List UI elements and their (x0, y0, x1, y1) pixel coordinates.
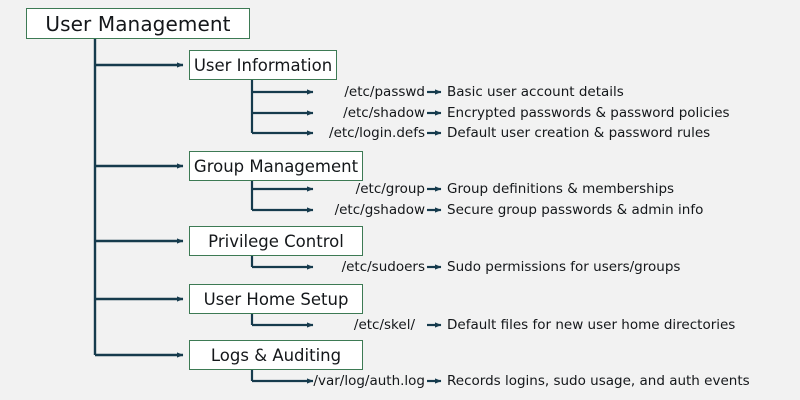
leaf-path-etc-shadow: /etc/shadow (343, 105, 425, 121)
leaf-desc-etc-login-defs: Default user creation & password rules (447, 125, 711, 141)
leaf-path-etc-login-defs: /etc/login.defs (329, 125, 425, 141)
leaf-desc-etc-passwd: Basic user account details (447, 84, 624, 100)
node-privilege-control-label: Privilege Control (208, 231, 344, 251)
node-user-home-setup-label: User Home Setup (203, 289, 349, 309)
leaf-desc-etc-sudoers: Sudo permissions for users/groups (447, 259, 681, 275)
leaf-path-etc-gshadow: /etc/gshadow (334, 202, 425, 218)
node-privilege-control[interactable]: Privilege Control (189, 226, 363, 256)
leaf-desc-etc-skel: Default files for new user home director… (447, 317, 736, 333)
leaf-path-etc-skel: /etc/skel/ (353, 317, 415, 333)
leaf-path-etc-group: /etc/group (355, 181, 425, 197)
node-user-information[interactable]: User Information (189, 50, 337, 80)
leaf-desc-var-log-auth-log: Records logins, sudo usage, and auth eve… (447, 373, 750, 389)
leaf-desc-etc-group: Group definitions & memberships (447, 181, 675, 197)
leaf-desc-etc-gshadow: Secure group passwords & admin info (447, 202, 704, 218)
leaf-path-etc-passwd: /etc/passwd (344, 84, 425, 100)
leaf-desc-etc-shadow: Encrypted passwords & password policies (447, 105, 730, 121)
leaf-path-var-log-auth-log: /var/log/auth.log (313, 373, 425, 389)
node-logs-auditing-label: Logs & Auditing (210, 345, 342, 365)
node-user-information-label: User Information (193, 55, 333, 75)
node-root-user-management[interactable]: User Management (26, 8, 250, 39)
node-root-label: User Management (45, 11, 231, 36)
node-logs-auditing[interactable]: Logs & Auditing (189, 340, 363, 370)
node-group-management[interactable]: Group Management (189, 151, 363, 181)
node-user-home-setup[interactable]: User Home Setup (189, 284, 363, 314)
node-group-management-label: Group Management (193, 156, 359, 176)
leaf-path-etc-sudoers: /etc/sudoers (341, 259, 425, 275)
